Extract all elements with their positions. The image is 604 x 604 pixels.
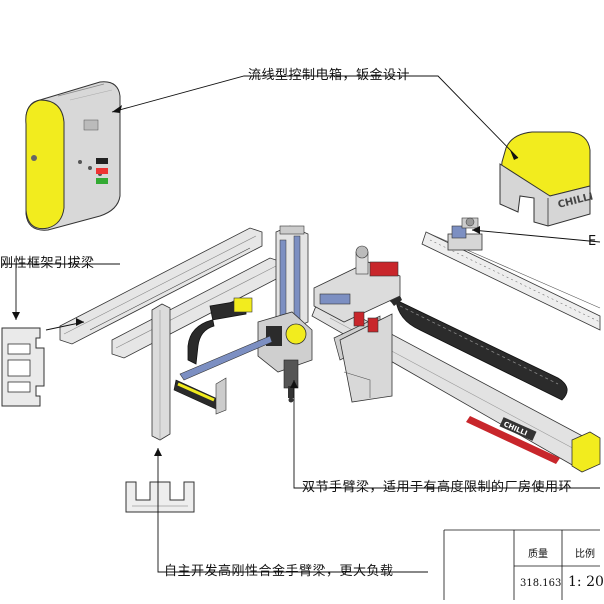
horizontal-main-beam bbox=[311, 295, 591, 467]
alloy-arm-profile bbox=[125, 481, 195, 513]
title-block-scale-value: 1: 20 bbox=[568, 574, 604, 590]
wrist-gripper bbox=[257, 311, 313, 403]
vertical-arm-beam bbox=[151, 303, 171, 441]
label-alloy-arm: 自主开发高刚性合金手臂梁，更大负载 bbox=[164, 564, 394, 579]
title-block bbox=[443, 529, 600, 600]
frame-beam-profile bbox=[1, 327, 45, 407]
gripper-frame bbox=[173, 335, 273, 415]
label-double-arm: 双节手臂梁，适用于有高度限制的厂房使用环 bbox=[302, 480, 573, 495]
beam-end-cap bbox=[571, 431, 601, 473]
rack-rail bbox=[421, 231, 601, 331]
label-control-box: 流线型控制电箱，钣金设计 bbox=[248, 68, 411, 83]
top-carriage bbox=[313, 245, 401, 333]
frame-beam-rails bbox=[59, 227, 283, 359]
control-box bbox=[25, 81, 121, 231]
rail-carriage bbox=[447, 217, 483, 251]
title-block-scale-header: 比例 bbox=[575, 549, 595, 560]
leader-lines bbox=[2, 75, 601, 573]
title-block-mass-header: 质量 bbox=[528, 549, 548, 560]
title-block-mass-value: 318.163 bbox=[520, 578, 562, 589]
label-frame-beam: 刚性框架引拔梁 bbox=[0, 256, 95, 271]
leader-arrows bbox=[12, 105, 518, 456]
protective-cover: CHILLI bbox=[499, 131, 594, 227]
vertical-drag-chain bbox=[187, 297, 253, 365]
label-right-cut: E bbox=[588, 234, 597, 249]
